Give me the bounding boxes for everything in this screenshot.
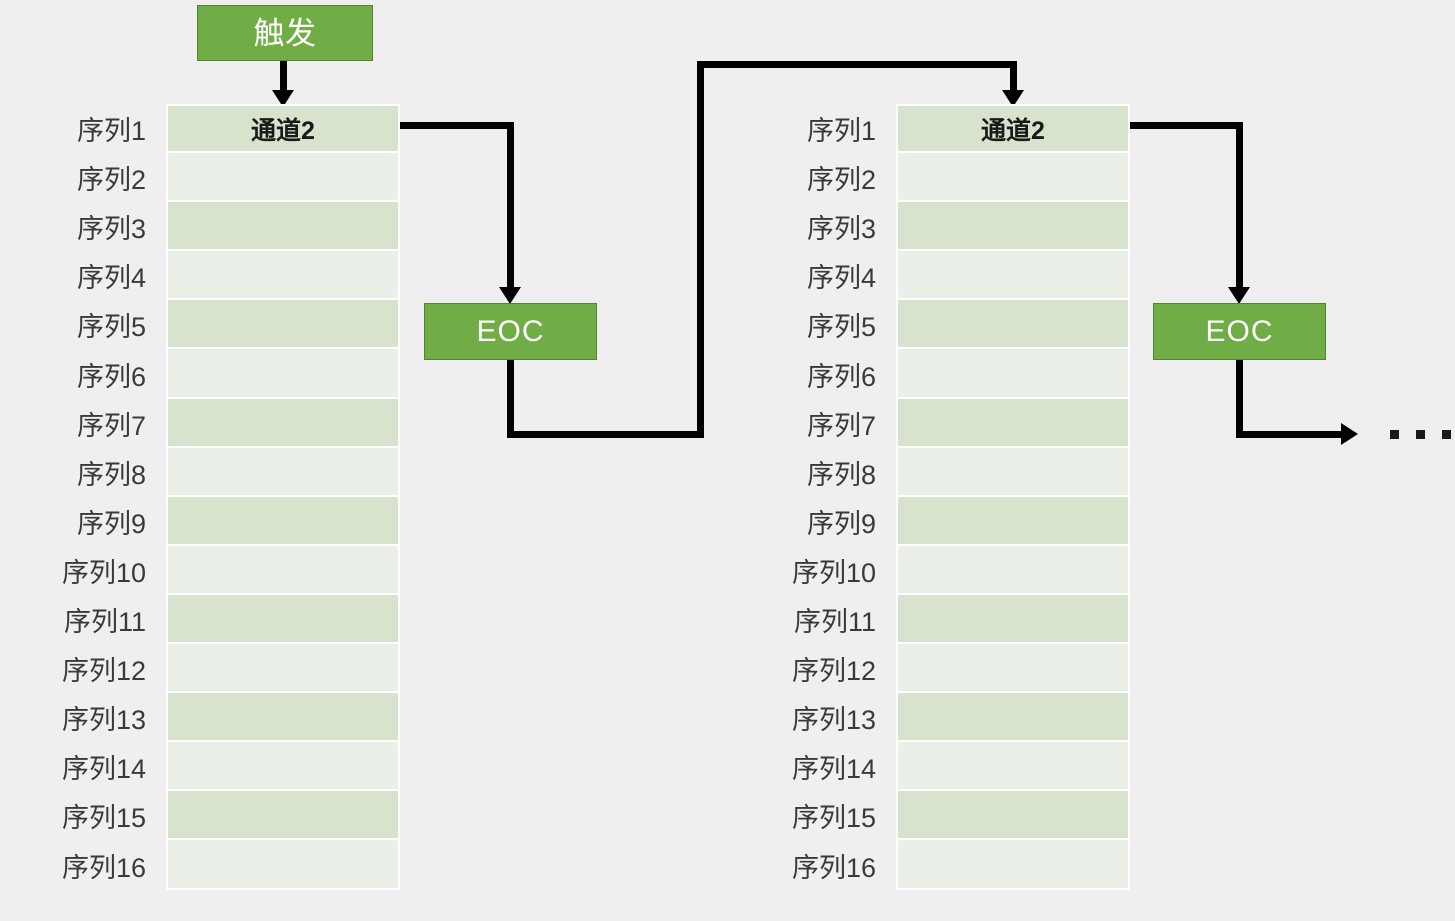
row-label-g1-4: 序列4 <box>76 263 146 294</box>
feedback-into-channel2-arrowhead <box>1002 90 1024 107</box>
table-row[interactable] <box>896 349 1130 399</box>
row-label-g2-8: 序列8 <box>806 459 876 490</box>
table-row[interactable] <box>896 153 1130 203</box>
table-row[interactable] <box>896 594 1130 645</box>
eoc1-feedback-vertical-up <box>697 61 704 438</box>
channel2-to-eoc2-vertical <box>1236 122 1243 298</box>
ellipsis-dot-2 <box>1416 430 1425 439</box>
channel-header-label: 通道2 <box>981 116 1045 145</box>
table-row[interactable] <box>896 644 1130 694</box>
eoc2-out-vertical <box>1236 360 1243 438</box>
eoc1-feedback-horizontal-top <box>697 61 1017 68</box>
eoc-box-1[interactable]: EOC <box>424 303 597 360</box>
row-label-g1-5: 序列5 <box>76 312 146 343</box>
channel2-to-eoc2-horizontal <box>1130 122 1243 129</box>
table-row[interactable] <box>896 840 1130 890</box>
channel-header-label: 通道2 <box>251 116 315 145</box>
row-label-g1-7: 序列7 <box>76 410 146 441</box>
row-label-g1-9: 序列9 <box>76 508 146 539</box>
row-label-g2-15: 序列15 <box>791 803 876 834</box>
row-label-g1-14: 序列14 <box>61 754 146 785</box>
row-label-g2-3: 序列3 <box>806 214 876 245</box>
table-row[interactable] <box>896 300 1130 350</box>
table-row[interactable] <box>166 693 400 743</box>
table-row[interactable] <box>896 496 1130 546</box>
table-row[interactable] <box>166 644 400 694</box>
row-label-g1-6: 序列6 <box>76 361 146 392</box>
table-row[interactable] <box>166 496 400 546</box>
table-row[interactable] <box>166 840 400 890</box>
sequence-table-2: 通道2 <box>896 104 1130 890</box>
trigger-label: 触发 <box>253 15 317 51</box>
table-row[interactable]: 通道2 <box>166 104 400 154</box>
table-row[interactable] <box>166 349 400 399</box>
row-label-g2-10: 序列10 <box>791 557 876 588</box>
eoc-label-2: EOC <box>1205 314 1274 348</box>
row-label-g2-14: 序列14 <box>791 754 876 785</box>
row-label-g2-12: 序列12 <box>791 656 876 687</box>
channel2-to-eoc2-arrowhead <box>1228 287 1250 304</box>
table-row[interactable] <box>896 742 1130 792</box>
table-row[interactable] <box>896 398 1130 448</box>
row-label-g1-15: 序列15 <box>61 803 146 834</box>
row-label-g1-12: 序列12 <box>61 656 146 687</box>
sequence-table-1: 通道2 <box>166 104 400 890</box>
table-row[interactable] <box>166 153 400 203</box>
sequence-group-2: 通道2 <box>896 104 1130 890</box>
feedback-into-channel2-vertical <box>1010 61 1017 94</box>
table-row[interactable] <box>896 202 1130 252</box>
row-label-g1-8: 序列8 <box>76 459 146 490</box>
row-label-g1-10: 序列10 <box>61 557 146 588</box>
trigger-to-channel1-line <box>280 61 287 94</box>
eoc2-out-arrowhead <box>1341 423 1358 445</box>
table-row[interactable] <box>166 398 400 448</box>
trigger-box[interactable]: 触发 <box>197 5 373 61</box>
eoc1-feedback-horizontal-lower <box>507 431 704 438</box>
row-label-g2-4: 序列4 <box>806 263 876 294</box>
row-label-g2-13: 序列13 <box>791 705 876 736</box>
continuation-ellipsis-icon <box>1390 430 1451 439</box>
eoc2-out-horizontal <box>1236 431 1345 438</box>
table-row[interactable] <box>166 594 400 645</box>
table-row[interactable] <box>896 791 1130 841</box>
sequence-group-1: 通道2 <box>166 104 400 890</box>
table-row[interactable] <box>166 251 400 301</box>
table-row[interactable] <box>166 545 400 595</box>
eoc-label-1: EOC <box>476 314 545 348</box>
ellipsis-dot-3 <box>1442 430 1451 439</box>
channel1-to-eoc1-vertical <box>507 122 514 298</box>
row-label-g2-11: 序列11 <box>793 607 876 638</box>
table-row[interactable] <box>166 202 400 252</box>
table-row[interactable] <box>166 791 400 841</box>
eoc1-out-vertical <box>507 360 514 438</box>
table-row[interactable] <box>896 545 1130 595</box>
row-label-g2-16: 序列16 <box>791 852 876 883</box>
row-label-g1-1: 序列1 <box>76 116 146 147</box>
row-label-g2-1: 序列1 <box>806 116 876 147</box>
row-label-g2-6: 序列6 <box>806 361 876 392</box>
table-row[interactable] <box>166 742 400 792</box>
table-row[interactable] <box>166 300 400 350</box>
ellipsis-dot-1 <box>1390 430 1399 439</box>
eoc-box-2[interactable]: EOC <box>1153 303 1326 360</box>
table-row[interactable] <box>166 447 400 497</box>
row-label-g1-13: 序列13 <box>61 705 146 736</box>
row-label-g1-11: 序列11 <box>63 607 146 638</box>
row-label-g2-2: 序列2 <box>806 165 876 196</box>
table-row[interactable] <box>896 251 1130 301</box>
table-row[interactable] <box>896 447 1130 497</box>
trigger-to-channel1-arrowhead <box>272 90 294 107</box>
channel1-to-eoc1-arrowhead <box>499 287 521 304</box>
row-label-g2-5: 序列5 <box>806 312 876 343</box>
row-label-g2-9: 序列9 <box>806 508 876 539</box>
table-row[interactable] <box>896 693 1130 743</box>
row-label-g2-7: 序列7 <box>806 410 876 441</box>
row-label-g1-2: 序列2 <box>76 165 146 196</box>
row-label-g1-3: 序列3 <box>76 214 146 245</box>
channel1-to-eoc1-horizontal <box>400 122 514 129</box>
row-label-g1-16: 序列16 <box>61 852 146 883</box>
table-row[interactable]: 通道2 <box>896 104 1130 154</box>
